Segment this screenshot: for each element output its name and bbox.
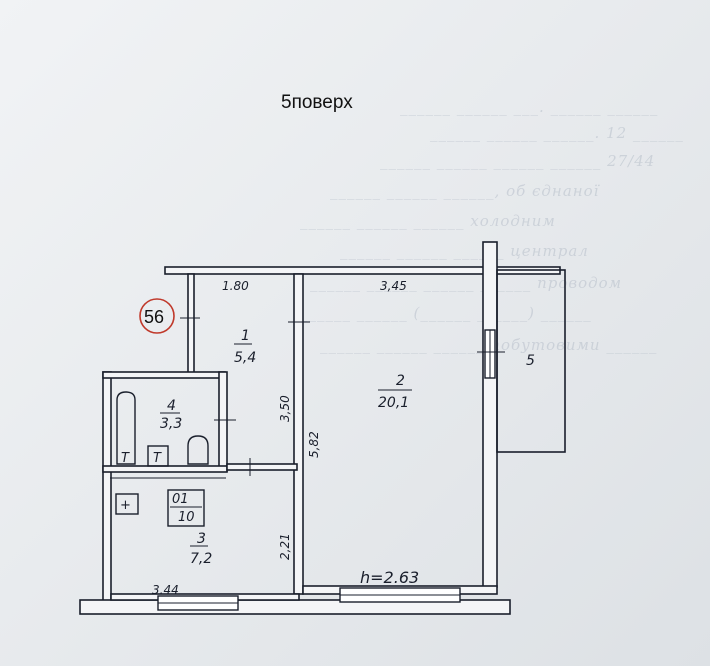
dim-hall-width: 1.80 bbox=[222, 279, 249, 293]
room-3-area: 7,2 bbox=[190, 551, 212, 567]
dim-kitchen-width: 3.44 bbox=[152, 583, 179, 597]
room-5-id: 5 bbox=[526, 353, 535, 369]
outer-wall-left bbox=[102, 371, 112, 603]
room-2-id: 2 bbox=[396, 373, 405, 389]
toilet-icon bbox=[187, 435, 209, 465]
closet-area: 10 bbox=[178, 510, 195, 525]
closet-label: 01 bbox=[172, 492, 189, 507]
dim-room-length: 5,82 bbox=[307, 431, 321, 458]
balcony-outline bbox=[496, 269, 566, 453]
outer-wall-right bbox=[482, 241, 498, 588]
bathtub-mark: T bbox=[121, 451, 130, 466]
room-3-id: 3 bbox=[197, 531, 206, 547]
bathtub-icon bbox=[116, 391, 136, 465]
dim-hall-length: 3,50 bbox=[278, 395, 292, 422]
room-1-id: 1 bbox=[241, 328, 250, 344]
bathroom-right-wall bbox=[218, 371, 228, 472]
ceiling-height: h=2.63 bbox=[360, 568, 419, 587]
unit-number: 56 bbox=[144, 307, 164, 327]
hall-kitchen-wall bbox=[226, 463, 298, 471]
room-4-area: 3,3 bbox=[160, 416, 182, 432]
stove-icon bbox=[115, 493, 139, 515]
dim-kitchen-depth: 2,21 bbox=[278, 533, 292, 560]
sink-mark: T bbox=[153, 451, 162, 466]
unit-number-badge bbox=[139, 298, 175, 334]
dim-room-width: 3,45 bbox=[380, 279, 407, 293]
stove-mark: + bbox=[120, 498, 131, 513]
sink-icon bbox=[147, 445, 169, 467]
room-1-area: 5,4 bbox=[234, 350, 256, 366]
floor-title: 5поверх bbox=[281, 92, 353, 113]
hall-left-wall bbox=[187, 273, 195, 375]
room-2-area: 20,1 bbox=[378, 395, 409, 411]
bath-kitchen-wall bbox=[102, 465, 228, 473]
bathroom-top-wall bbox=[102, 371, 226, 379]
room-4-id: 4 bbox=[167, 398, 176, 414]
closet-outline bbox=[167, 489, 205, 527]
